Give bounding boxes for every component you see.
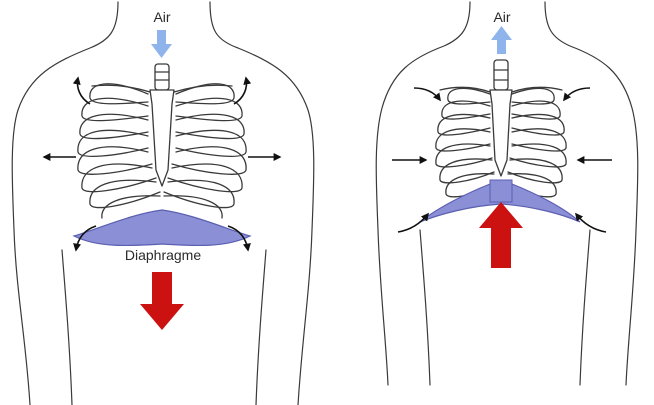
- exhale-trachea: [494, 60, 508, 90]
- compression-arrow-lower-right: [576, 214, 606, 232]
- exhale-panel: Air: [376, 2, 638, 385]
- exhale-air-label: Air: [493, 9, 510, 25]
- compression-arrow-upper-left: [414, 88, 440, 100]
- expansion-arrow-upper-left: [78, 78, 91, 104]
- compression-arrow-upper-right: [564, 88, 590, 100]
- inhale-diaphragm: [74, 210, 250, 246]
- diaphragm-label: Diaphragme: [125, 247, 201, 263]
- exhale-air-arrow: [491, 26, 512, 54]
- inhale-air-arrow: [151, 30, 172, 58]
- inhale-trachea: [155, 64, 169, 90]
- inhale-rib-cage: [78, 84, 246, 218]
- compression-arrow-lower-left: [398, 214, 428, 232]
- inhale-air-label: Air: [153, 9, 170, 25]
- diaphragm-up-arrow: [479, 202, 523, 268]
- exhale-diaphragm-center: [490, 180, 512, 202]
- inhale-body-outline: [12, 2, 314, 405]
- inhale-panel: Air Diaphragme: [12, 2, 314, 405]
- expansion-arrow-upper-right: [234, 78, 247, 104]
- diaphragm-down-arrow: [140, 272, 184, 330]
